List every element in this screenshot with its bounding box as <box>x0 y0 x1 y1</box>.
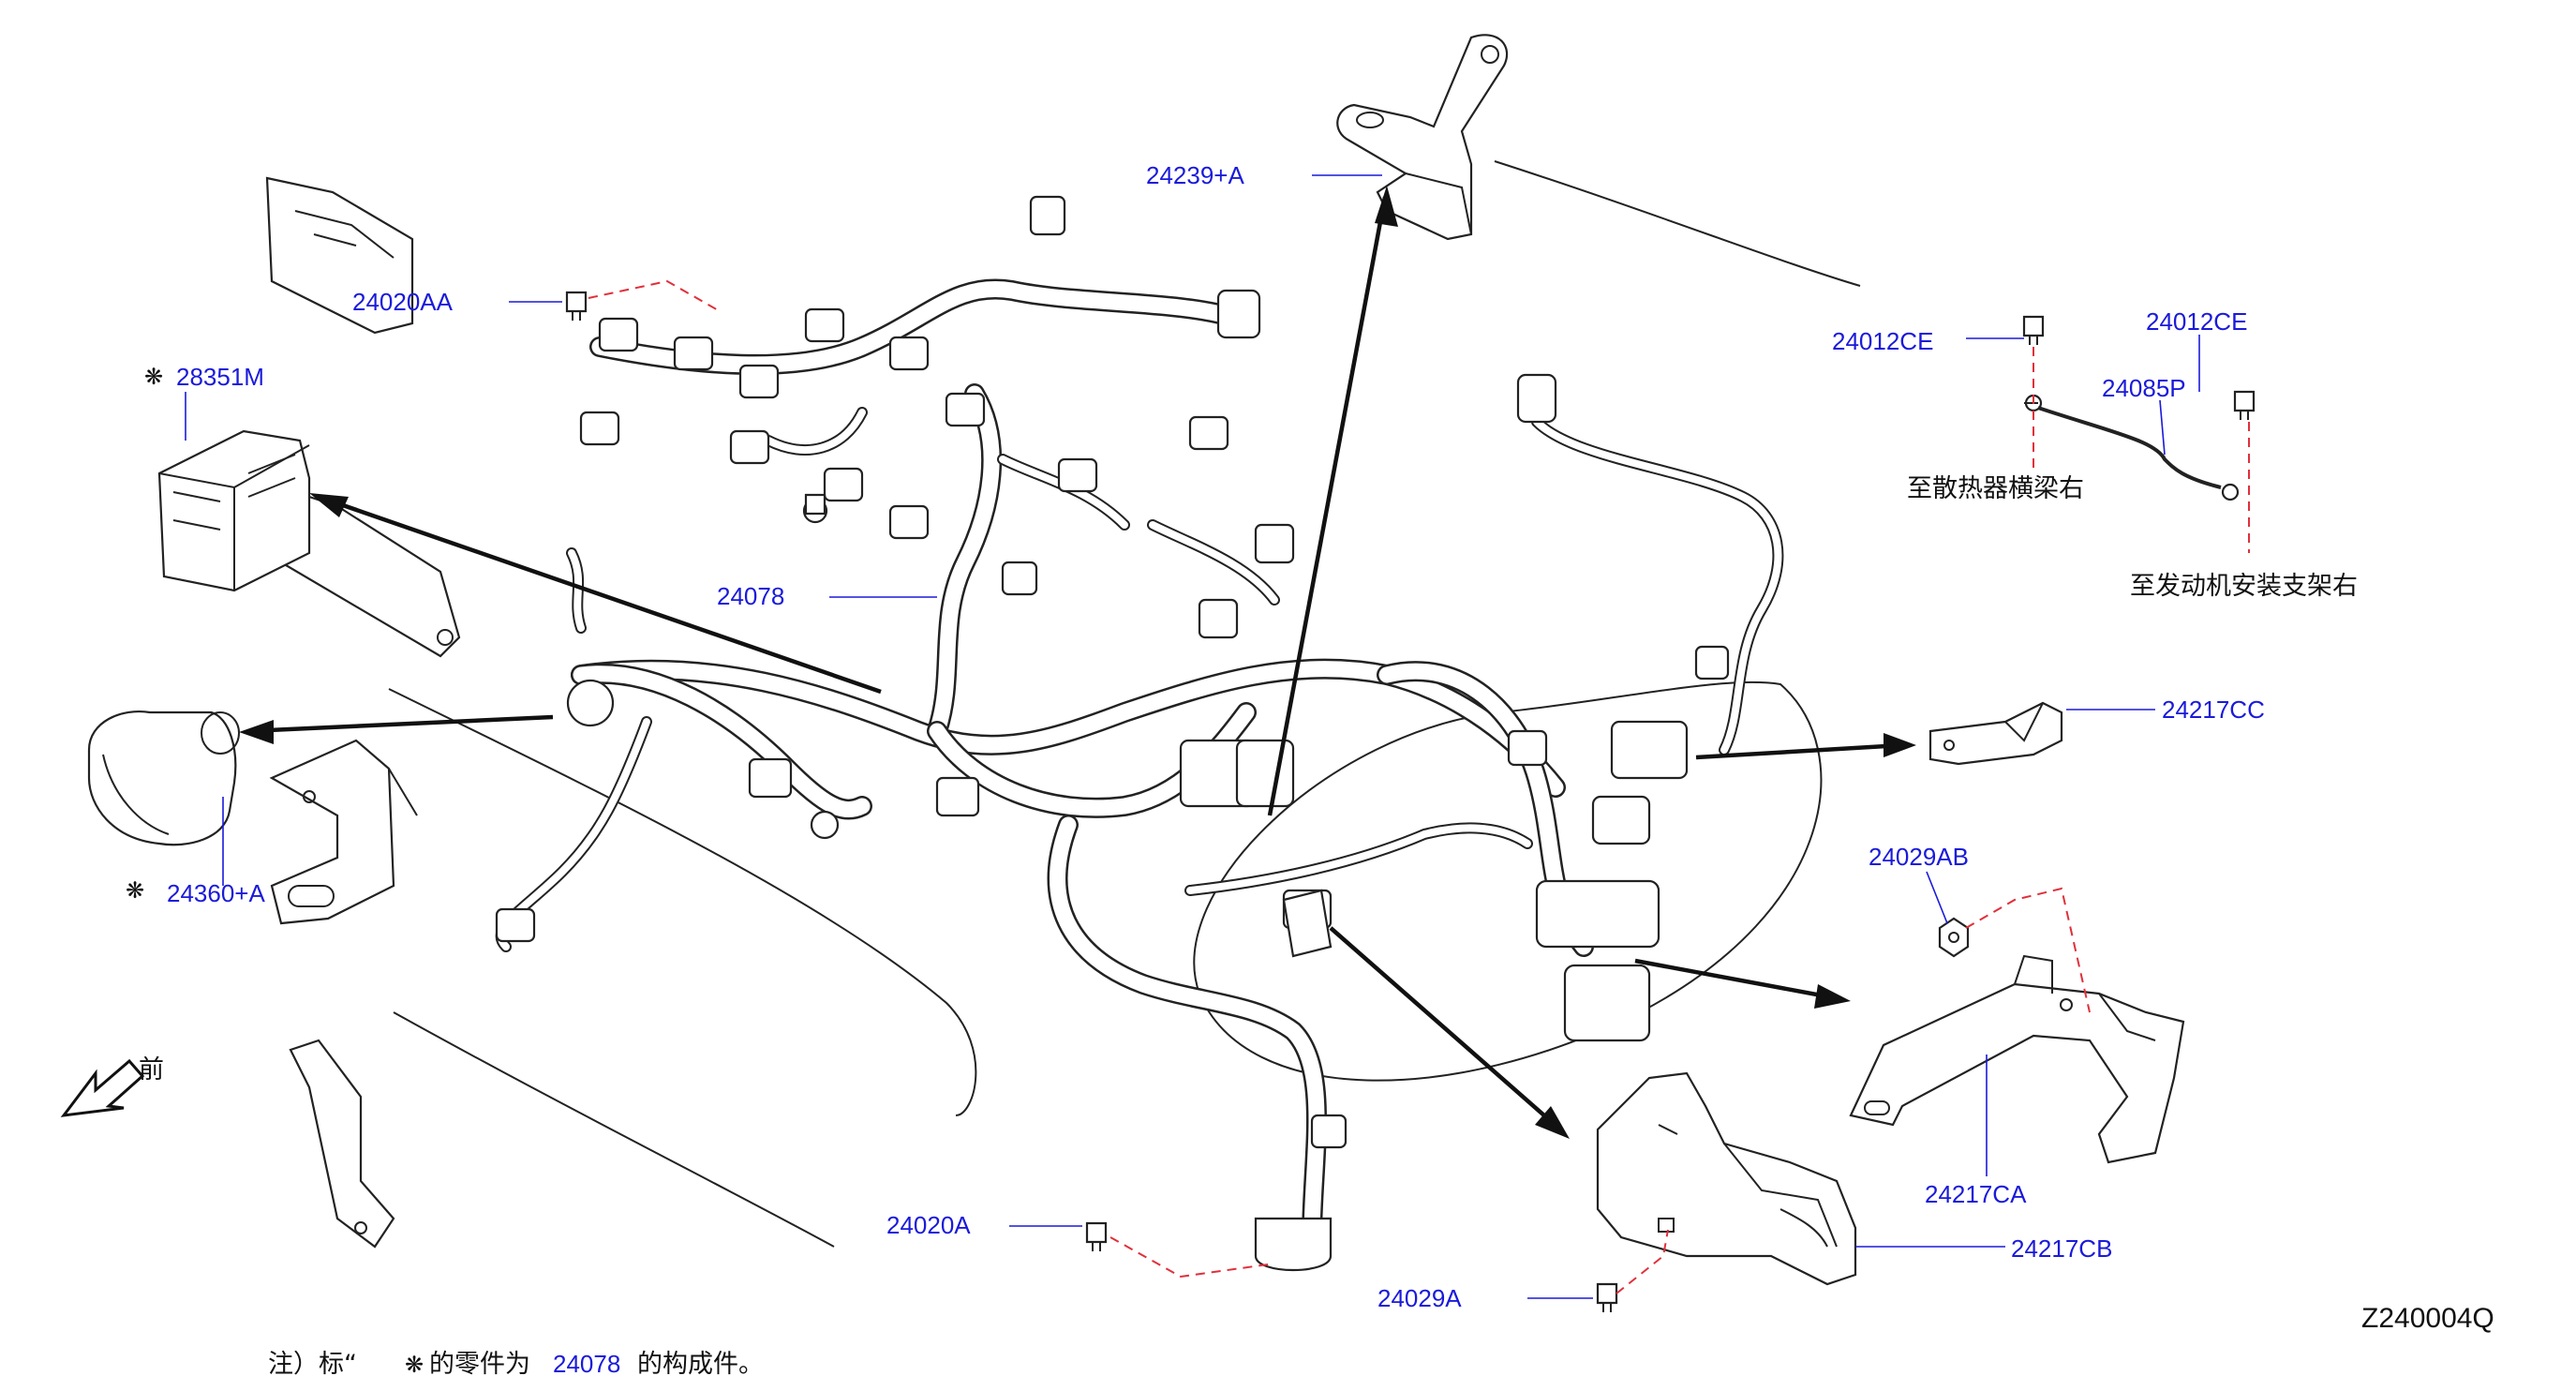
label-24217CA[interactable]: 24217CA <box>1925 1180 2027 1208</box>
callout-arrows <box>239 186 1916 1139</box>
label-24085P[interactable]: 24085P <box>2102 374 2186 402</box>
annotations: 至散热器横梁右 至发动机安装支架右 前 <box>139 474 2358 1084</box>
bolt-24012CE-right[interactable] <box>2233 390 2256 420</box>
bolt-24020A[interactable] <box>1085 1221 1108 1251</box>
bolt-24020AA[interactable] <box>565 291 588 321</box>
bracket-24217CB[interactable] <box>1596 1071 1857 1286</box>
label-24239A[interactable]: 24239+A <box>1146 161 1244 189</box>
leader-lines <box>185 174 2200 1299</box>
main-harness-24078[interactable] <box>571 278 1594 1248</box>
reference-curves <box>388 160 1861 1248</box>
footnote: 注）标“ ❋ 的零件为 24078 的构成件。 <box>268 1350 764 1379</box>
nut-24029AB[interactable] <box>1938 917 1970 958</box>
boot-24360A[interactable] <box>87 710 240 846</box>
asterisk-icon: ❋ <box>144 364 163 390</box>
label-24217CB[interactable]: 24217CB <box>2011 1234 2112 1263</box>
note-to-radiator: 至散热器横梁右 <box>1907 474 2084 503</box>
label-24217CC[interactable]: 24217CC <box>2162 696 2265 724</box>
harness-connectors[interactable] <box>495 195 1730 1271</box>
part-labels[interactable]: 24239+A 24020AA ❋ 28351M 24078 ❋ 24360+A… <box>126 161 2265 1312</box>
bolt-center[interactable] <box>804 493 826 516</box>
label-24029A[interactable]: 24029A <box>1377 1284 1462 1312</box>
upper-bracket[interactable] <box>265 176 414 335</box>
bolt-24029A[interactable] <box>1596 1282 1618 1312</box>
asterisk-icon: ❋ <box>405 1352 424 1378</box>
label-24360A[interactable]: 24360+A <box>167 879 265 907</box>
bracket-24217CA[interactable] <box>1849 954 2185 1164</box>
label-28351M[interactable]: 28351M <box>176 363 264 391</box>
front-arrow-icon <box>60 1058 145 1117</box>
branch-wires <box>495 407 1784 952</box>
footnote-suffix: 的构成件。 <box>637 1350 764 1379</box>
label-24012CE-right[interactable]: 24012CE <box>2146 307 2247 336</box>
bolt-24012CE-left[interactable] <box>2022 315 2045 345</box>
label-24012CE-left[interactable]: 24012CE <box>1832 327 1933 355</box>
asterisk-icon: ❋ <box>126 877 144 904</box>
bracket-24239A[interactable] <box>1336 34 1509 241</box>
control-unit-28351M[interactable] <box>157 429 461 658</box>
bracket-bottom-left[interactable] <box>289 1039 395 1249</box>
footnote-part-24078[interactable]: 24078 <box>553 1350 620 1378</box>
footnote-prefix: 注）标“ <box>268 1350 357 1379</box>
bracket-lower-left[interactable] <box>269 739 418 925</box>
label-24020A[interactable]: 24020A <box>886 1211 971 1239</box>
label-24029AB[interactable]: 24029AB <box>1869 843 1969 871</box>
bracket-24217CC[interactable] <box>1928 701 2063 766</box>
label-24078[interactable]: 24078 <box>717 582 784 610</box>
note-to-engine-mount: 至发动机安装支架右 <box>2130 572 2358 601</box>
dashed-leaders <box>588 279 2250 1294</box>
footnote-middle: 的零件为 <box>429 1350 530 1379</box>
front-label: 前 <box>139 1055 164 1084</box>
diagram-code: Z240004Q <box>2361 1303 2494 1334</box>
label-24020AA[interactable]: 24020AA <box>352 288 454 316</box>
